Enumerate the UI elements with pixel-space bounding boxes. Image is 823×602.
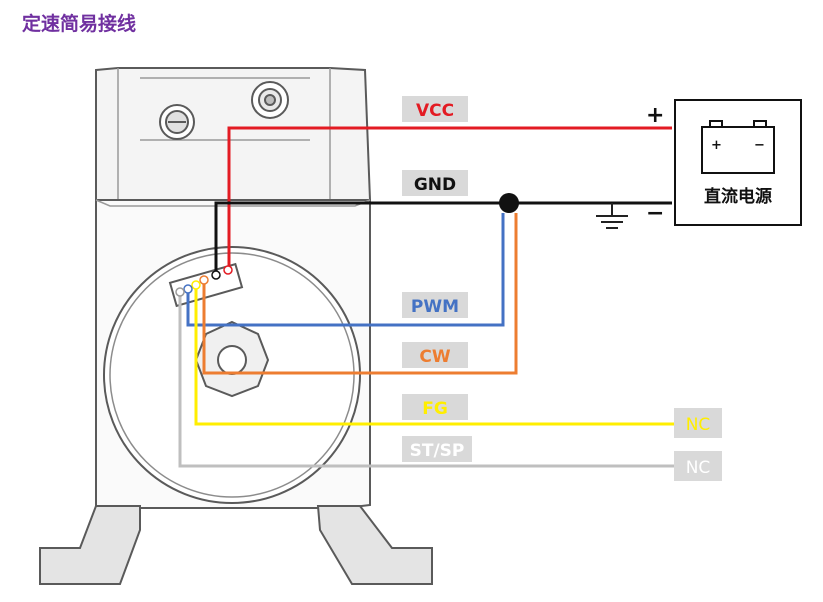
wire-fg: [194, 286, 674, 426]
power-plus-sign: +: [646, 103, 664, 128]
motor-top-block: [95, 67, 372, 201]
label-pwm-text: PWM: [411, 297, 459, 317]
label-fg-text: FG: [422, 399, 448, 419]
connector-pins: [175, 265, 233, 297]
wire-pwm: [186, 213, 505, 327]
motor-drawing: [39, 67, 433, 585]
power-minus-sign: −: [646, 201, 664, 226]
label-gnd-text: GND: [414, 175, 456, 195]
label-stsp-text: ST/SP: [410, 441, 465, 461]
label-stsp: ST/SP: [402, 436, 472, 462]
label-nc-fg-text: NC: [686, 415, 711, 435]
label-nc-stsp-text: NC: [686, 458, 711, 478]
battery-plus-sign: +: [711, 138, 722, 153]
page-title: 定速简易接线: [22, 12, 136, 35]
wire-vcc: [227, 126, 672, 270]
label-nc-fg: NC: [674, 408, 722, 438]
battery-icon: [701, 120, 775, 174]
label-pwm: PWM: [402, 292, 468, 318]
label-vcc: VCC: [402, 96, 468, 122]
label-vcc-text: VCC: [416, 101, 454, 121]
label-cw-text: CW: [419, 347, 450, 367]
wire-stsp: [178, 292, 674, 468]
label-fg: FG: [402, 394, 468, 420]
motor-foot-left: [39, 505, 141, 585]
battery-minus-sign: −: [754, 138, 765, 153]
power-supply: + − 直流电源: [674, 99, 802, 226]
wire-cw: [202, 213, 518, 375]
label-nc-stsp: NC: [674, 451, 722, 481]
label-cw: CW: [402, 342, 468, 368]
power-supply-box: [674, 99, 802, 226]
motor-top-detail: [117, 68, 331, 200]
wire-gnd: [214, 201, 672, 276]
motor-foot-right: [316, 505, 433, 585]
junction-node: [499, 193, 519, 213]
power-supply-label: 直流电源: [704, 186, 772, 207]
ground-icon: [596, 203, 628, 229]
label-gnd: GND: [402, 170, 468, 196]
